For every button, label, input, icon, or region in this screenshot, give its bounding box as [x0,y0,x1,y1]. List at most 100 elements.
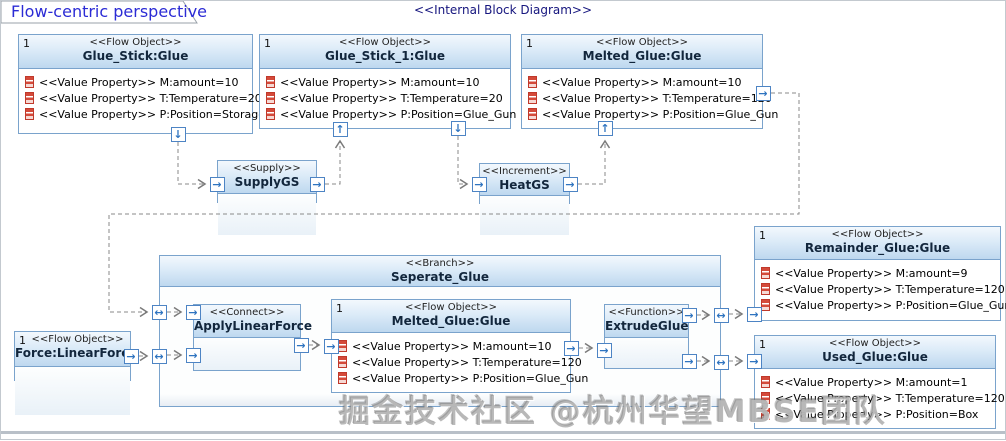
boundary-port-bidir-icon[interactable]: ↔ [151,348,167,364]
boundary-port-bidir-icon[interactable]: ↔ [713,307,729,323]
block-melted-glue-inner[interactable]: 1 <<Flow Object>> Melted_Glue:Glue <<Val… [331,299,588,393]
properties-compartment: <<Value Property>> M:amount=10 <<Value P… [260,69,516,122]
boundary-port-bidir-icon[interactable]: ↔ [151,304,167,320]
flow-port-out-icon[interactable]: → [309,176,325,192]
value-property-text: <<Value Property>> P:Position=Glue_Gun [280,107,517,121]
block-apply-linear-force[interactable]: <<Connect>> ApplyLinearForce [193,304,312,371]
block-remainder-glue[interactable]: 1 <<Flow Object>> Remainder_Glue:Glue <<… [754,226,1006,321]
value-property-text: <<Value Property>> T:Temperature=20 [39,91,262,105]
value-property-icon [528,108,537,120]
block-name: SupplyGS [234,175,300,189]
stereotype: <<Function>> [608,307,685,318]
flow-port-in-icon[interactable]: → [323,338,339,354]
value-property-text: <<Value Property>> T:Temperature=120 [352,355,582,369]
value-property-text: <<Value Property>> M:amount=10 [542,75,742,89]
block-name: Seperate_Glue [390,270,490,284]
properties-compartment: <<Value Property>> M:amount=1 <<Value Pr… [755,369,1005,422]
flow-port-in-icon[interactable]: → [596,342,612,358]
block-header: 1 <<Flow Object>> Glue_Stick:Glue [19,35,252,69]
block-glue-stick[interactable]: 1 <<Flow Object>> Glue_Stick:Glue <<Valu… [18,34,265,134]
block-header: <<Function>> ExtrudeGlue [605,305,689,338]
value-property-icon [761,376,770,388]
block-name: ExtrudeGlue [605,319,689,333]
flow-port-in-icon[interactable]: → [746,353,762,369]
flow-port-out-icon[interactable]: → [681,307,697,323]
value-property-row: <<Value Property>> T:Temperature=20 [25,90,262,106]
stereotype: <<Flow Object>> [595,37,689,48]
block-heat-gs[interactable]: <<Increment>> HeatGS [479,163,570,235]
flow-port-out-icon[interactable]: ↓ [450,120,466,136]
diagram-frame-bottom [1,431,1005,434]
value-property-row: <<Value Property>> M:amount=1 [761,374,993,390]
value-property-row: <<Value Property>> M:amount=10 [528,74,760,90]
value-property-row: <<Value Property>> M:amount=9 [761,265,998,281]
flow-port-out-icon[interactable]: → [562,176,578,192]
value-property-row: <<Value Property>> M:amount=10 [266,74,508,90]
value-property-icon [266,108,275,120]
value-property-text: <<Value Property>> M:amount=9 [775,266,968,280]
value-property-icon [761,392,770,404]
flow-port-in-icon[interactable]: ↑ [597,120,613,136]
empty-compartment [218,194,316,235]
flow-port-out-icon[interactable]: → [681,353,697,369]
value-property-row: <<Value Property>> P:Position=Storage [25,106,265,122]
block-extrude-glue[interactable]: <<Function>> ExtrudeGlue [604,304,689,369]
block-header: 1 <<Flow Object>> Melted_Glue:Glue [332,300,570,333]
block-name: Melted_Glue:Glue [391,314,511,328]
value-property-text: <<Value Property>> T:Temperature=120 [542,91,772,105]
value-property-icon [25,92,34,104]
diagram-type-label: <<Internal Block Diagram>> [413,3,593,17]
boundary-port-bidir-icon[interactable]: ↔ [713,354,729,370]
block-name: HeatGS [499,178,550,192]
value-property-icon [266,92,275,104]
flow-port-out-icon[interactable]: ↓ [170,126,186,142]
block-force[interactable]: 1 <<Flow Object>> Force:LinearForce [14,331,137,415]
flow-port-out-icon[interactable]: → [293,337,309,353]
multiplicity: 1 [264,37,271,50]
multiplicity: 1 [336,302,343,315]
block-name: ApplyLinearForce [194,319,312,333]
flow-port-out-icon[interactable]: → [563,340,579,356]
flow-port-in-icon[interactable]: → [746,306,762,322]
value-property-text: <<Value Property>> P:Position=Storage [39,107,266,121]
value-property-text: <<Value Property>> P:Position=Glue_Gun [775,298,1006,312]
value-property-row: <<Value Property>> P:Position=Glue_Gun [528,106,778,122]
block-glue-stick-1[interactable]: 1 <<Flow Object>> Glue_Stick_1:Glue <<Va… [259,34,516,129]
value-property-row: <<Value Property>> P:Position=Glue_Gun [266,106,516,122]
block-header: 1 <<Flow Object>> Remainder_Glue:Glue [755,227,1000,260]
properties-compartment: <<Value Property>> M:amount=10 <<Value P… [332,333,588,386]
block-header: <<Increment>> HeatGS [480,164,569,196]
properties-compartment: <<Value Property>> M:amount=9 <<Value Pr… [755,260,1006,313]
value-property-row: <<Value Property>> T:Temperature=20 [266,90,508,106]
properties-compartment: <<Value Property>> M:amount=10 <<Value P… [522,69,778,122]
flow-port-in-icon[interactable]: → [185,347,201,363]
value-property-icon [338,356,347,368]
empty-compartment [605,338,688,368]
block-header: <<Branch>> Seperate_Glue [160,256,720,287]
value-property-icon [761,283,770,295]
flow-port-out-icon[interactable]: → [123,348,139,364]
multiplicity: 1 [19,334,26,347]
flow-port-in-icon[interactable]: → [185,304,201,320]
flow-port-in-icon[interactable]: ↑ [332,121,348,137]
block-header: 1 <<Flow Object>> Glue_Stick_1:Glue [260,35,510,69]
block-supply-gs[interactable]: <<Supply>> SupplyGS [217,160,317,235]
value-property-text: <<Value Property>> P:Position=Box [775,407,979,421]
flow-port-in-icon[interactable]: → [209,176,225,192]
value-property-row: <<Value Property>> P:Position=Glue_Gun [761,297,1006,313]
block-name: Melted_Glue:Glue [582,49,702,63]
value-property-text: <<Value Property>> T:Temperature=120 [775,282,1005,296]
block-header: <<Connect>> ApplyLinearForce [194,305,312,338]
flow-port-out-icon[interactable]: → [755,85,771,101]
multiplicity: 1 [759,229,766,242]
flow-port-in-icon[interactable]: → [471,176,487,192]
diagram-title: Flow-centric perspective [11,2,207,21]
value-property-text: <<Value Property>> P:Position=Glue_Gun [352,371,589,385]
block-melted-glue[interactable]: 1 <<Flow Object>> Melted_Glue:Glue <<Val… [521,34,778,129]
value-property-text: <<Value Property>> M:amount=1 [775,375,968,389]
stereotype: <<Flow Object>> [89,37,182,48]
value-property-icon [528,76,537,88]
value-property-row: <<Value Property>> T:Temperature=120 [761,390,1005,406]
multiplicity: 1 [23,37,30,50]
block-used-glue[interactable]: 1 <<Flow Object>> Used_Glue:Glue <<Value… [754,335,1005,429]
